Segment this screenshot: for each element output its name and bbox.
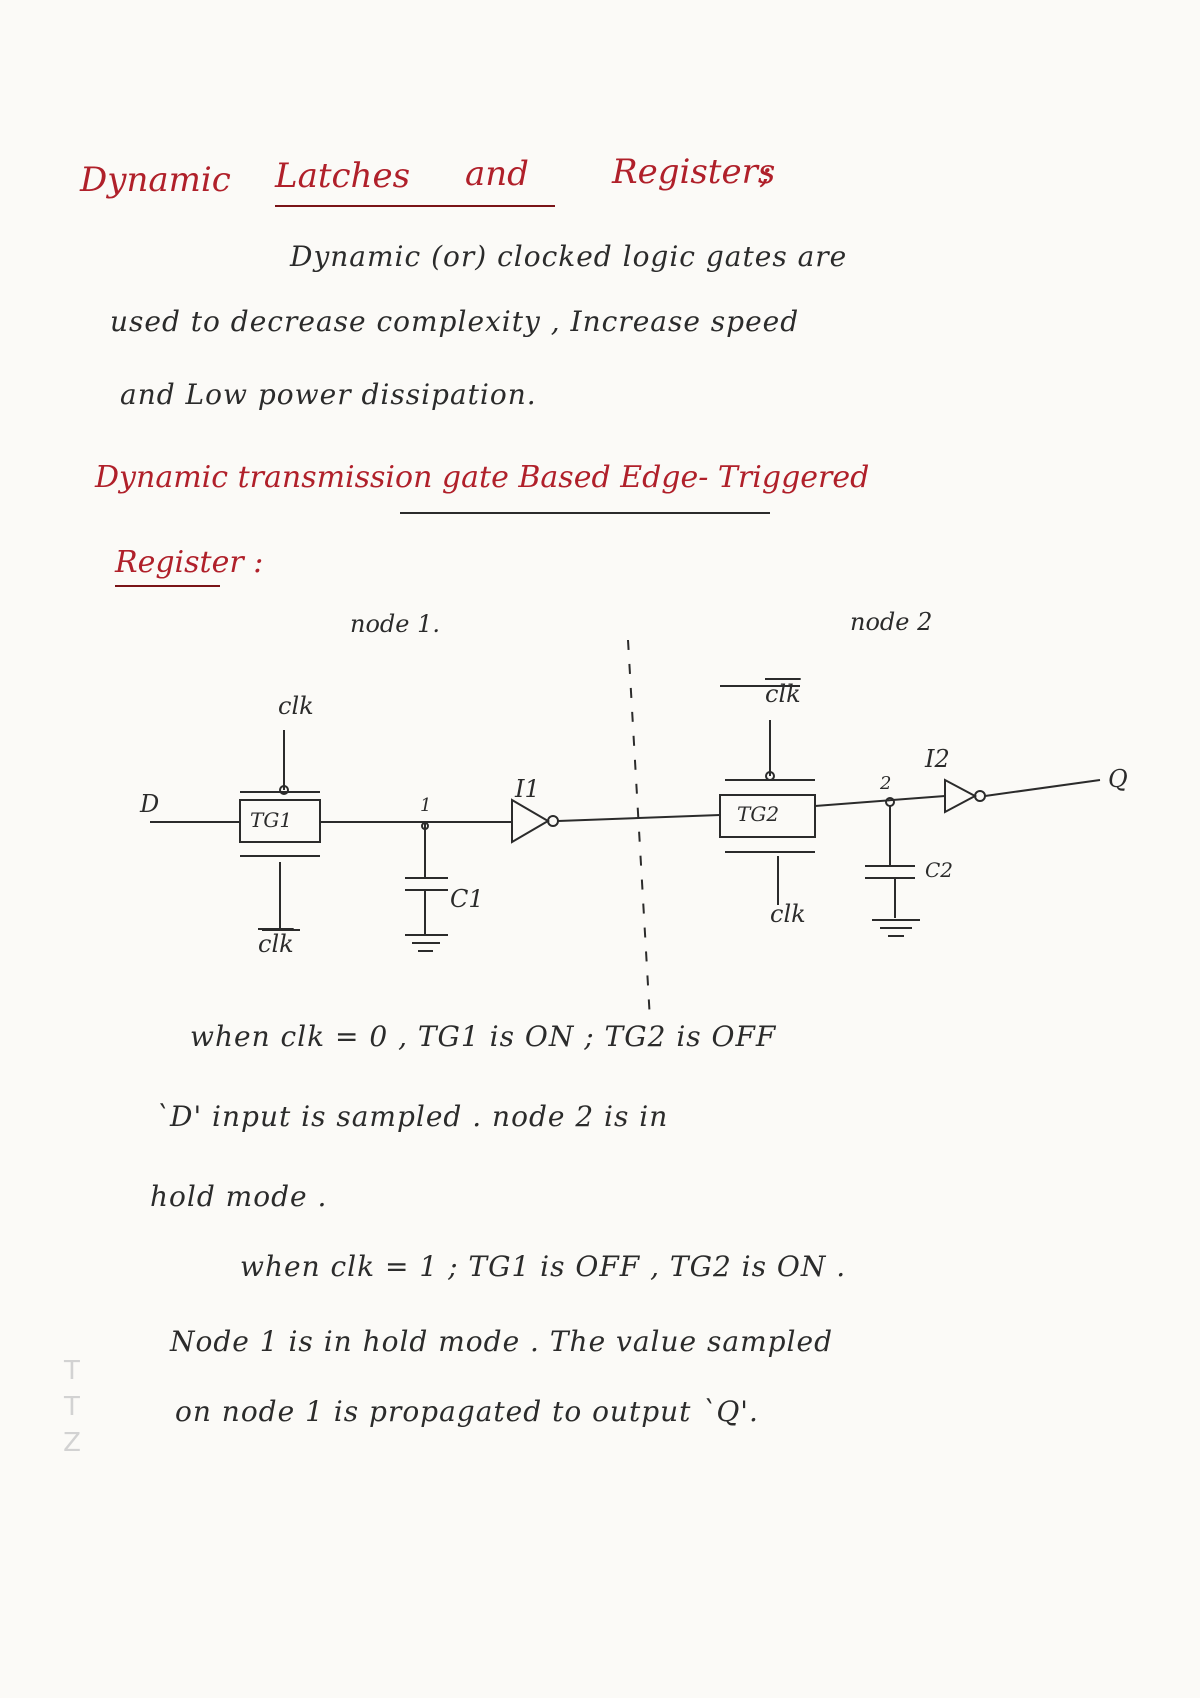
node1-label: node 1.	[350, 610, 440, 638]
tg1-label: TG1	[250, 808, 293, 832]
explain-p1-line-2: `D' input is sampled . node 2 is in	[155, 1100, 669, 1133]
inverter-i2	[944, 778, 978, 814]
clkbar-label-right: clk	[765, 680, 801, 708]
c1-label: C1	[450, 885, 484, 913]
watermark: T T Z	[60, 1356, 96, 1458]
explain-p2-line-3: on node 1 is propagated to output `Q'.	[175, 1395, 759, 1428]
i1-label: I1	[515, 775, 540, 803]
q-output-label: Q	[1108, 765, 1128, 793]
node-mark-2: 2	[880, 773, 892, 794]
explain-p2-line-2: Node 1 is in hold mode . The value sampl…	[170, 1325, 833, 1358]
wire-q-output	[984, 779, 1101, 797]
title-underline	[275, 205, 555, 207]
wire-i1-out	[557, 814, 721, 822]
node2-label: node 2	[850, 608, 933, 636]
explain-p2-line-1: when clk = 1 ; TG1 is OFF , TG2 is ON .	[240, 1250, 847, 1283]
clk-label-top-left: clk	[278, 692, 314, 720]
explain-p1-line-3: hold mode .	[150, 1180, 328, 1213]
node-mark-1: 1	[420, 795, 432, 816]
inverter-i1	[511, 798, 550, 844]
explain-p1-line-1: when clk = 0 , TG1 is ON ; TG2 is OFF	[190, 1020, 777, 1053]
watermark-letter: T	[64, 1356, 80, 1386]
clk-label-bottom-right: clk	[770, 900, 806, 928]
intro-line-3: and Low power dissipation.	[120, 378, 537, 411]
register-underline	[115, 585, 220, 587]
title-colon: ;	[760, 152, 772, 192]
intro-line-1: Dynamic (or) clocked logic gates are	[290, 240, 848, 273]
section-heading-line-1: Dynamic transmission gate Based Edge- Tr…	[95, 460, 870, 495]
watermark-letter: T	[64, 1392, 80, 1422]
clkbar-label-left: clk	[258, 930, 294, 958]
title-word-registers: Registers	[612, 152, 776, 192]
tg2-label: TG2	[737, 802, 780, 826]
c2-label: C2	[925, 858, 954, 882]
i2-label: I2	[925, 745, 950, 773]
wire-node2	[814, 795, 946, 807]
intro-line-2: used to decrease complexity , Increase s…	[110, 305, 800, 338]
title-word-latches: Latches	[275, 156, 411, 196]
section-heading-underline	[400, 512, 770, 514]
title-word-dynamic: Dynamic	[80, 160, 231, 200]
section-heading-line-2: Register :	[115, 545, 264, 580]
d-input-label: D	[140, 790, 160, 818]
stage-divider	[627, 639, 651, 1021]
watermark-letter: Z	[63, 1428, 81, 1458]
tg2-box	[719, 794, 816, 838]
title-word-and: and	[465, 154, 529, 194]
